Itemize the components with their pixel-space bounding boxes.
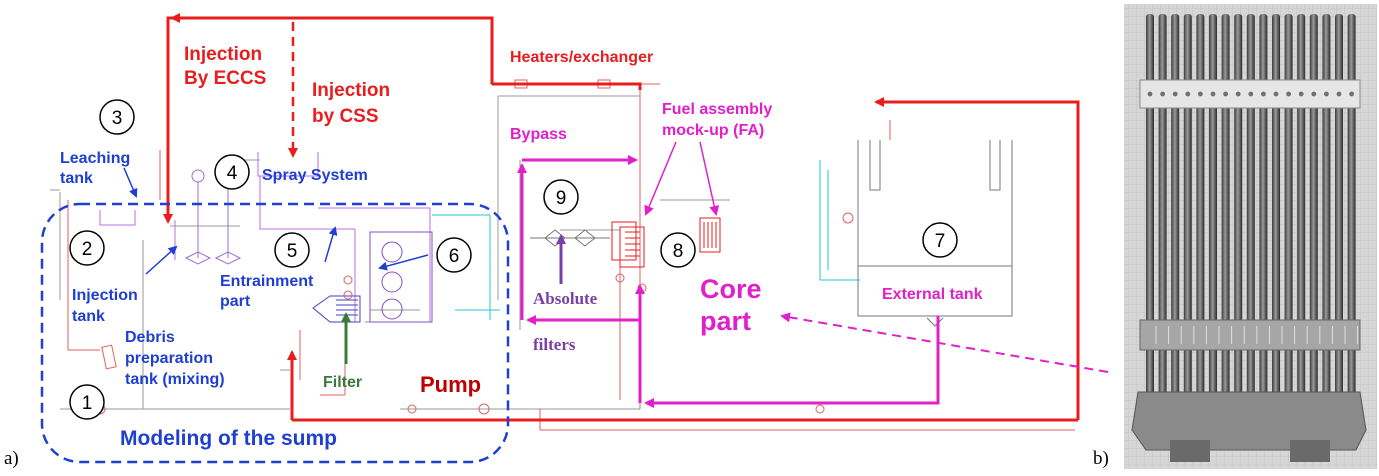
label-injection-tank-2: tank bbox=[72, 308, 105, 325]
grid-hole bbox=[1324, 91, 1329, 97]
photo-pointer-dashed bbox=[780, 312, 1109, 373]
label-injection-tank-1: Injection bbox=[72, 287, 138, 304]
fuel-rod bbox=[1284, 14, 1293, 396]
label-core-part-1: Core bbox=[700, 274, 762, 304]
panel-label-b: b) bbox=[1093, 448, 1109, 469]
svg-text:3: 3 bbox=[112, 108, 123, 129]
fuel-rod bbox=[1309, 14, 1318, 396]
svg-text:4: 4 bbox=[227, 163, 238, 184]
heaters-line bbox=[874, 97, 1080, 420]
svg-text:1: 1 bbox=[82, 393, 93, 414]
panel-label-a: a) bbox=[4, 448, 19, 469]
label-fuel-assembly-1: Fuel assembly bbox=[662, 101, 772, 118]
svg-text:8: 8 bbox=[673, 241, 684, 262]
marker-9: 9 bbox=[543, 179, 579, 215]
label-injection-eccs-1: Injection bbox=[184, 44, 262, 65]
diagram-labels: Injection By ECCS Injection by CSS Heate… bbox=[4, 44, 1109, 469]
label-leaching-tank-1: Leaching bbox=[60, 150, 130, 167]
fuel-rod bbox=[1246, 14, 1255, 396]
fuel-rod bbox=[1234, 14, 1243, 396]
sump-model-outline bbox=[40, 202, 510, 464]
fuel-rod bbox=[1322, 14, 1331, 396]
label-filter: Filter bbox=[323, 374, 362, 391]
grid-hole bbox=[1172, 91, 1178, 97]
label-modeling-sump: Modeling of the sump bbox=[120, 427, 337, 450]
grid-hole bbox=[1235, 91, 1241, 97]
marker-3: 3 bbox=[99, 99, 135, 135]
svg-text:2: 2 bbox=[82, 239, 93, 260]
label-pump: Pump bbox=[420, 372, 481, 397]
marker-6: 6 bbox=[436, 237, 472, 273]
fuel-rod bbox=[1335, 14, 1343, 396]
grid-hole bbox=[1160, 91, 1165, 97]
lower-spacer-grid bbox=[1139, 319, 1361, 351]
number-markers: 1 2 3 4 5 6 7 8 9 bbox=[69, 99, 958, 420]
red-flow-lines bbox=[163, 13, 1080, 422]
grid-hole bbox=[1198, 91, 1203, 97]
label-entrainment-2: part bbox=[220, 293, 251, 310]
svg-text:6: 6 bbox=[449, 246, 460, 267]
label-entrainment-1: Entrainment bbox=[220, 273, 314, 290]
grid-hole bbox=[1349, 91, 1354, 97]
grid-hole bbox=[1273, 91, 1279, 97]
magenta-flow-lines bbox=[517, 155, 940, 408]
heaters-return-line-b bbox=[492, 82, 642, 90]
fuel-rod bbox=[1158, 14, 1167, 396]
svg-text:9: 9 bbox=[556, 188, 567, 209]
eccs-injection-line bbox=[163, 16, 494, 224]
fuel-rod bbox=[1196, 14, 1205, 396]
fuel-rod bbox=[1183, 14, 1192, 396]
label-heaters: Heaters/exchanger bbox=[510, 49, 653, 66]
fuel-rod bbox=[1209, 14, 1217, 396]
label-core-part-2: part bbox=[700, 306, 751, 336]
label-debris-3: tank (mixing) bbox=[125, 371, 225, 388]
external-tank-line bbox=[644, 316, 940, 408]
marker-7: 7 bbox=[922, 222, 958, 258]
label-bypass: Bypass bbox=[510, 126, 567, 143]
top-grid-holes bbox=[1147, 91, 1354, 97]
fuel-rod bbox=[1171, 14, 1180, 396]
marker-1: 1 bbox=[69, 384, 105, 420]
grid-hole bbox=[1248, 91, 1254, 97]
grid-hole bbox=[1298, 91, 1304, 97]
grid-hole bbox=[1185, 91, 1191, 97]
label-injection-css-1: Injection bbox=[312, 80, 390, 101]
svg-text:7: 7 bbox=[935, 231, 946, 252]
label-debris-2: preparation bbox=[125, 350, 213, 367]
blue-pointers bbox=[123, 167, 429, 275]
fuel-rod bbox=[1146, 14, 1154, 396]
label-leaching-tank-2: tank bbox=[60, 170, 93, 187]
marker-2: 2 bbox=[69, 230, 105, 266]
fuel-rod bbox=[1221, 14, 1230, 396]
marker-4: 4 bbox=[214, 154, 250, 190]
label-external-tank: External tank bbox=[882, 286, 983, 303]
grid-hole bbox=[1261, 91, 1266, 97]
fuel-rod bbox=[1272, 14, 1280, 396]
label-debris-1: Debris bbox=[125, 329, 175, 346]
grid-hole bbox=[1286, 91, 1291, 97]
grid-hole bbox=[1147, 91, 1153, 97]
svg-text:5: 5 bbox=[287, 241, 298, 262]
label-absolute-2: filters bbox=[533, 335, 576, 354]
grid-hole bbox=[1336, 91, 1342, 97]
grid-hole bbox=[1223, 91, 1228, 97]
label-injection-css-2: by CSS bbox=[312, 106, 379, 127]
grid-hole bbox=[1210, 91, 1216, 97]
fuel-rod bbox=[1259, 14, 1268, 396]
fa-pointers bbox=[644, 141, 720, 216]
fuel-rod bbox=[1347, 14, 1356, 396]
marker-8: 8 bbox=[660, 232, 696, 268]
label-spray-system: Spray System bbox=[262, 167, 368, 184]
fuel-assembly-photo bbox=[1124, 4, 1377, 469]
bottom-nozzle bbox=[1131, 391, 1367, 451]
fuel-rod bbox=[1297, 14, 1306, 396]
label-absolute-1: Absolute bbox=[533, 289, 598, 308]
fuel-rods bbox=[1146, 14, 1356, 396]
label-injection-eccs-2: By ECCS bbox=[184, 68, 266, 89]
label-fuel-assembly-2: mock-up (FA) bbox=[662, 122, 764, 139]
grid-hole bbox=[1311, 91, 1317, 97]
marker-5: 5 bbox=[274, 232, 310, 268]
